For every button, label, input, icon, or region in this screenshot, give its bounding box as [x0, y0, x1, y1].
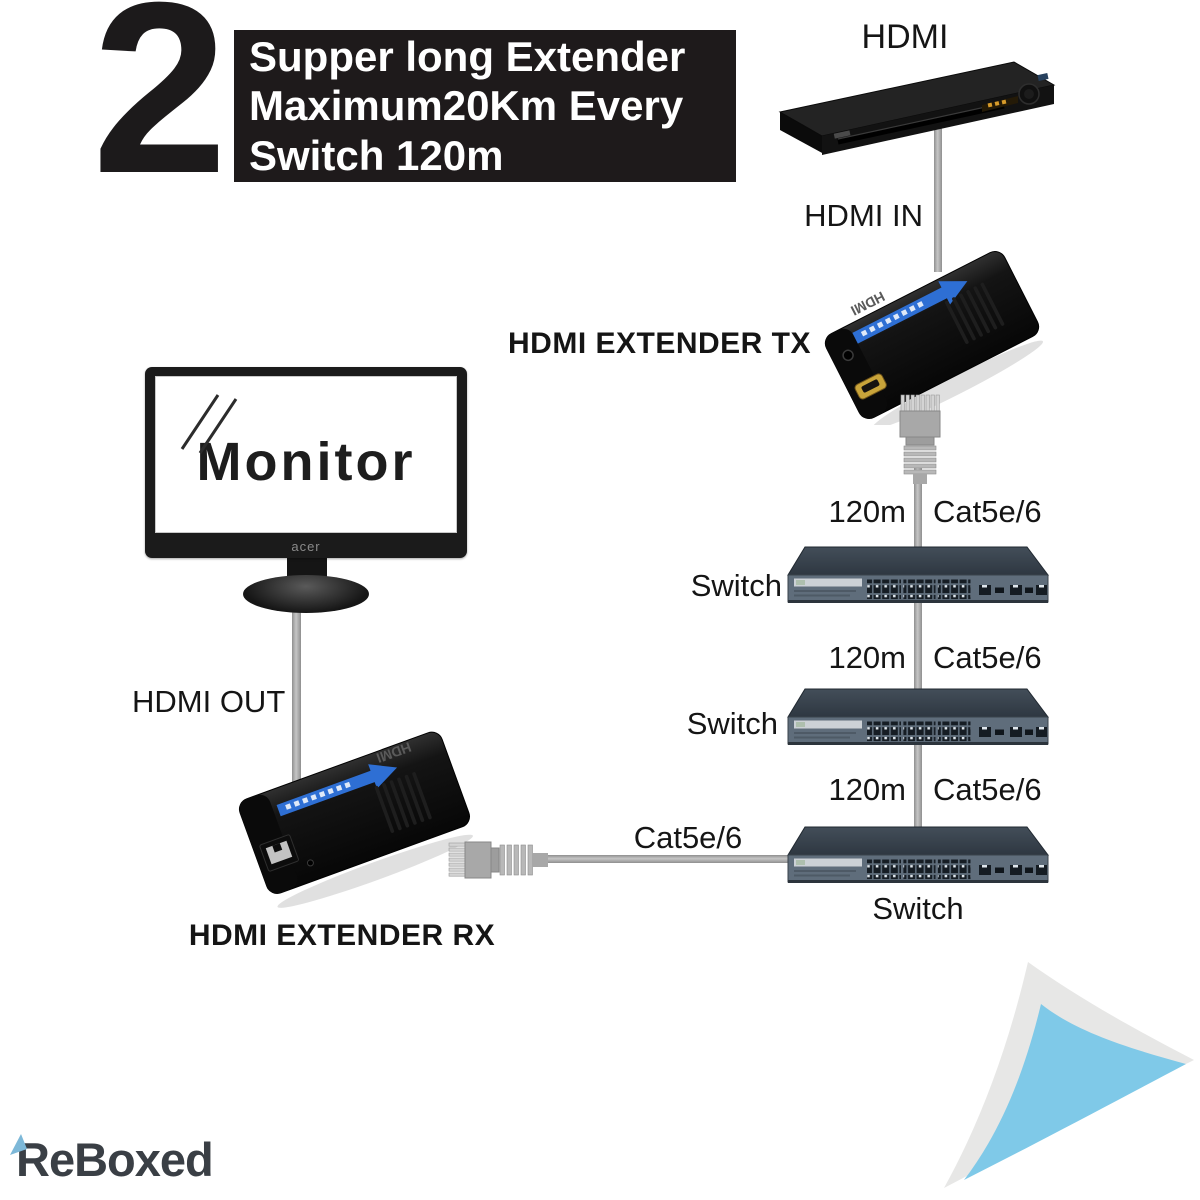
switch-2-label: Switch — [686, 706, 778, 741]
rx-extender-illustration: HDMI — [238, 731, 473, 908]
tx-extender-label: HDMI EXTENDER TX — [508, 327, 812, 360]
link-1-cable-label: Cat5e/6 — [933, 494, 1042, 529]
rx-extender-label: HDMI EXTENDER RX — [188, 919, 496, 952]
tx-port-face — [825, 328, 888, 419]
switch-1-label: Switch — [690, 568, 782, 603]
hdmi-cable-monitor-to-rx — [292, 598, 301, 796]
monitor-screen-text: Monitor — [196, 431, 416, 492]
header-line-1: Supper long Extender — [249, 33, 686, 81]
page-curl-decoration — [944, 962, 1194, 1188]
tx-dc-jack — [842, 349, 854, 362]
reboxed-logo-accent — [10, 1134, 27, 1155]
tx-stripe-marks — [860, 301, 924, 337]
switch-2-illustration — [787, 687, 1049, 747]
link-2-cable-label: Cat5e/6 — [933, 640, 1042, 675]
header-line-2: Maximum20Km Every — [249, 82, 684, 130]
link-2-distance-label: 120m — [828, 640, 906, 675]
hdmi-cable-source-to-tx — [934, 120, 942, 272]
reboxed-logo: ReBoxed — [16, 1133, 214, 1186]
rx-cable-label: Cat5e/6 — [633, 820, 743, 855]
rj45-connector-vertical — [899, 394, 941, 484]
header-line-3: Switch 120m — [249, 131, 504, 179]
rj45-connector-horizontal — [448, 841, 548, 879]
switch-3-label: Switch — [872, 891, 964, 926]
utp-cable-rx-to-switch — [540, 855, 798, 863]
tx-extender-stripe — [852, 281, 968, 344]
link-3-distance-label: 120m — [828, 772, 906, 807]
monitor-brand: acer — [291, 539, 321, 554]
dvd-display — [982, 96, 1018, 112]
utp-backbone-cable — [914, 468, 922, 860]
link-3-cable-label: Cat5e/6 — [933, 772, 1042, 807]
dvd-player-illustration — [778, 61, 1056, 155]
rx-extender-stripe — [276, 764, 398, 817]
page-curl-front — [964, 1004, 1186, 1180]
switch-1-illustration — [787, 545, 1049, 605]
hdmi-out-label: HDMI OUT — [132, 684, 286, 719]
rx-vents — [374, 772, 432, 833]
hdmi-in-label: HDMI IN — [804, 198, 923, 233]
rj45-teeth — [448, 842, 467, 877]
rx-reset-hole — [306, 859, 314, 867]
monitor-base — [243, 575, 369, 613]
tx-vents — [944, 282, 1005, 344]
link-1-distance-label: 120m — [828, 494, 906, 529]
step-number: 2 — [92, 0, 228, 224]
header-banner: Supper long Extender Maximum20Km Every S… — [234, 30, 736, 182]
rj45-teeth — [900, 394, 940, 413]
switch-3-illustration — [787, 825, 1049, 885]
monitor-illustration: Monitor acer — [145, 367, 467, 558]
rj45-boot-ridges — [499, 844, 533, 876]
source-device-label: HDMI — [861, 18, 949, 56]
rj45-boot-ridges — [903, 445, 937, 475]
screen-reflection-slashes — [180, 394, 238, 454]
rx-stripe-marks — [285, 781, 351, 810]
monitor-screen: Monitor — [155, 376, 457, 533]
